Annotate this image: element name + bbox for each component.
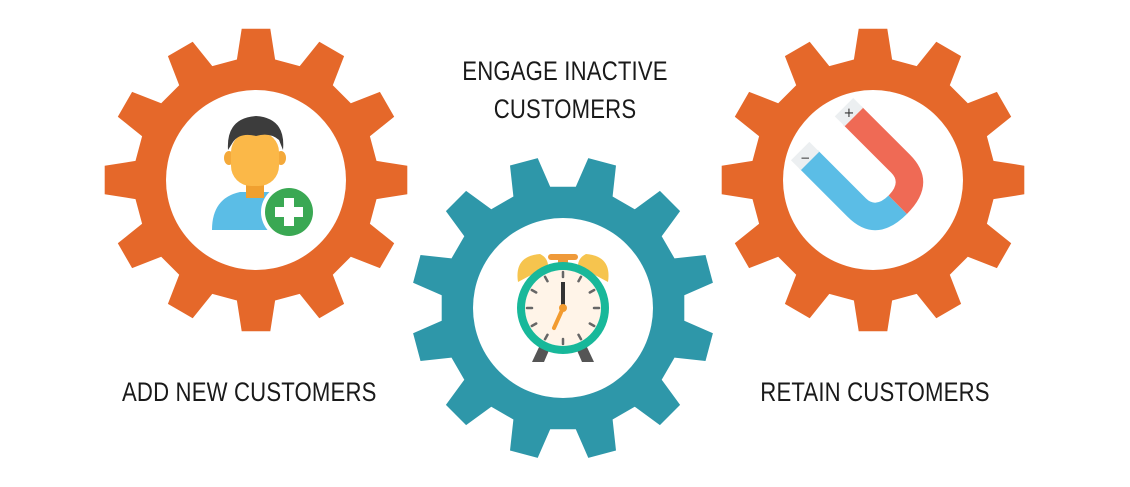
- caption-engage-line-1: ENGAGE INACTIVE: [462, 56, 668, 86]
- clock-tick: [543, 333, 549, 341]
- clock-tick: [577, 275, 583, 283]
- clock-tick: [588, 288, 596, 294]
- caption-retain-customers: RETAIN CUSTOMERS: [760, 377, 990, 407]
- caption-engage-inactive-customers: ENGAGE INACTIVE CUSTOMERS: [454, 52, 675, 128]
- magnet-icon: − +: [790, 97, 924, 231]
- clock-tick: [530, 322, 538, 328]
- add-user-icon: [212, 116, 317, 240]
- clock-tick: [588, 322, 596, 328]
- gear-retain: − +: [721, 28, 1025, 332]
- clock-tick: [530, 288, 538, 294]
- gear-add: [104, 28, 408, 332]
- magnet-minus-sign: −: [800, 151, 810, 165]
- clock-tick: [577, 333, 583, 341]
- gear-retain-hub: [783, 90, 963, 270]
- caption-add-new-customers: ADD NEW CUSTOMERS: [122, 377, 377, 407]
- caption-engage-line-2: CUSTOMERS: [493, 94, 637, 124]
- clock-tick: [543, 275, 549, 283]
- alarm-clock-icon: [517, 254, 609, 362]
- clock-ticks: [525, 270, 601, 346]
- gear-engage: [413, 158, 713, 458]
- magnet-plus-sign: +: [844, 106, 855, 121]
